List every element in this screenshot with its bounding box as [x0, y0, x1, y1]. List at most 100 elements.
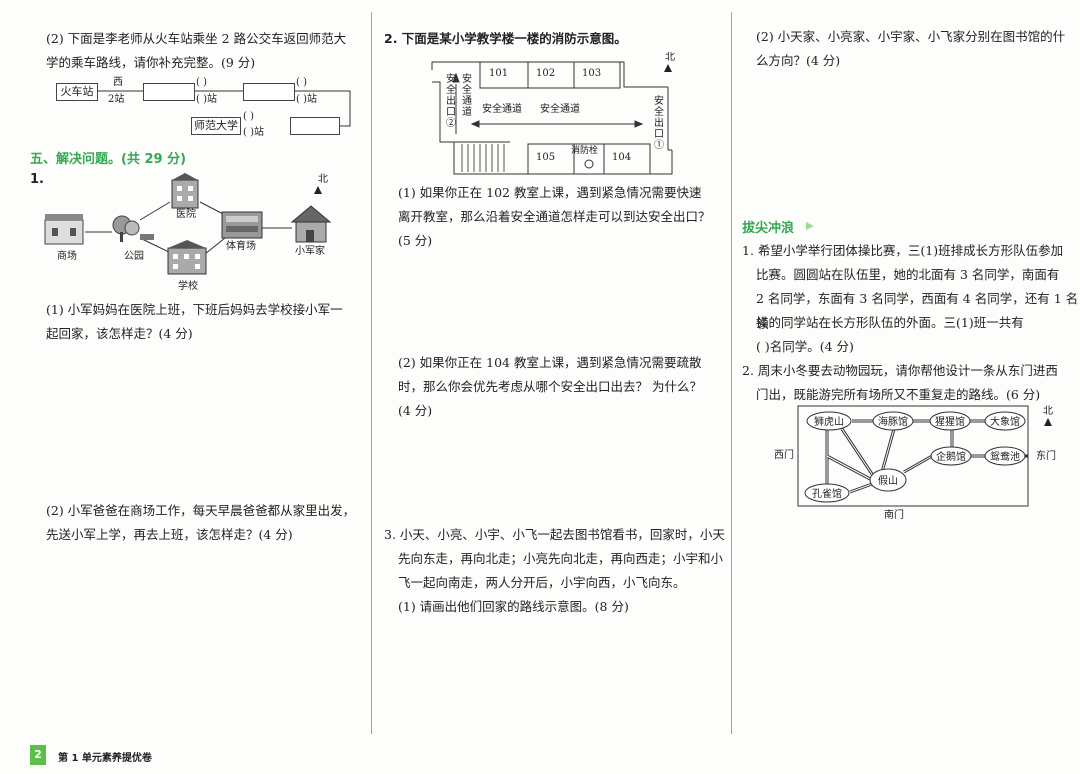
gorilla-node [929, 411, 971, 431]
arrow-right-icon [634, 120, 644, 128]
dolphin-label: 海豚馆 [878, 415, 908, 428]
section-challenge-title: 拔尖冲浪 [742, 221, 795, 236]
route-stops-blank-4: ( )站 [243, 127, 264, 138]
park-label: 公园 [124, 250, 144, 262]
section-5-title: 五、解决问题。(共 29 分) [30, 152, 187, 167]
lion-node [806, 411, 852, 431]
q2-title: 2. 下面是某小学教学楼一楼的消防示意图。 [384, 31, 627, 46]
q1-2-line2: 先送小军上学，再去上班，该怎样走？(4 分) [46, 527, 293, 542]
q2-text-line1: (2) 下面是李老师从火车站乘坐 2 路公交车返回师范大 [46, 31, 347, 46]
rockery-node [869, 468, 907, 492]
town-map: 北 [44, 173, 332, 292]
p1-line4: 操的同学站在长方形队伍的外面。三(1)班一共有 [756, 315, 1024, 330]
hospital-building-icon [171, 173, 199, 209]
route-dir-blank-2: ( ) [196, 77, 207, 88]
q2-1-line1: (1) 如果你正在 102 教室上课，遇到紧急情况需要快速 [398, 185, 702, 200]
zoo-map: 狮虎山 海豚馆 猩猩馆 大象馆 企鹅馆 鸳鸯池 孔雀馆 假山 西门 东门 南门 … [774, 405, 1056, 521]
dolphin-node [872, 411, 914, 431]
penguin-label: 企鹅馆 [936, 450, 966, 463]
arrow-left-icon [470, 120, 480, 128]
duck-node [984, 446, 1026, 466]
zoo-north-arrow-icon [1044, 418, 1052, 426]
q3-line2: 先向东走，再向北走；小亮先向北走，再向西走；小宇和小 [398, 551, 724, 566]
school-building-icon [167, 240, 207, 275]
q1-1-line1: (1) 小军妈妈在医院上班，下班后妈妈去学校接小军一 [46, 302, 343, 317]
route-stops-1: 2站 [108, 94, 125, 105]
q2-2-line1: (2) 如果你正在 104 教室上课，遇到紧急情况需要疏散 [398, 355, 702, 370]
column-left: (2) 下面是李老师从火车站乘坐 2 路公交车返回师范大 学的乘车路线，请你补充… [0, 0, 370, 734]
elephant-node [984, 411, 1026, 431]
route-stops-blank-3: ( )站 [296, 94, 317, 105]
room-102-label: 102 [536, 68, 556, 79]
arrow-up-icon [452, 72, 460, 83]
p1-line3: 2 名同学，东面有 3 名同学，西面有 4 名同学，还有 1 名领 [756, 291, 1079, 331]
plan-north-arrow-icon [664, 64, 672, 72]
route-stops-blank-2: ( )站 [196, 94, 217, 105]
q3-line3: 飞一起向南走，两人分开后，小宇向西，小飞向东。 [398, 575, 686, 590]
blank-stop-2[interactable] [243, 83, 295, 101]
p2-line2: 门出，既能游完所有场所又不重复走的路线。(6 分) [756, 387, 1041, 402]
passage-label-1: 安全通道 [482, 104, 522, 115]
floor-plan: 北 [431, 52, 675, 175]
east-gate-label: 东门 [1036, 449, 1056, 462]
room-101-label: 101 [489, 68, 509, 79]
road-park-hospital [139, 201, 171, 221]
road-hospital-stadium [199, 201, 226, 216]
stadium-label: 体育场 [226, 239, 256, 252]
blank-stop-4[interactable] [290, 117, 340, 135]
route-dir-1: 西 [113, 77, 123, 88]
peacock-label: 孔雀馆 [812, 487, 842, 500]
blank-stop-1[interactable] [143, 83, 195, 101]
duck-label: 鸳鸯池 [990, 450, 1020, 463]
station-start: 火车站 [56, 83, 98, 101]
q1-number: 1. [30, 172, 44, 187]
zoo-north-label: 北 [1043, 405, 1053, 417]
passage-vertical-label: 安全通道 [462, 74, 472, 118]
q2-1-line2: 离开教室，那么沿着安全通道怎样走可以到达安全出口？ [398, 209, 711, 224]
hydrant-label: 消防栓 [571, 146, 599, 156]
gorilla-label: 猩猩馆 [935, 415, 965, 428]
south-gate-label: 南门 [884, 508, 904, 521]
rockery-label: 假山 [878, 474, 898, 487]
mall-label: 商场 [57, 249, 77, 262]
hospital-label: 医院 [176, 207, 196, 220]
q2-2-line3: (4 分) [398, 403, 433, 418]
exit-1-label: 安全出口① [654, 96, 664, 151]
elephant-label: 大象馆 [990, 415, 1020, 428]
home-label: 小军家 [295, 244, 325, 257]
q3-line1: 3. 小天、小亮、小宇、小飞一起去图书馆看书，回家时，小天 [384, 527, 725, 542]
q1-1-line2: 起回家，该怎样走？(4 分) [46, 326, 193, 341]
column-right: (2) 小天家、小亮家、小宇家、小飞家分别在图书馆的什 么方向？(4 分) 拔尖… [732, 0, 1080, 734]
station-end: 师范大学 [191, 117, 241, 135]
q3-2-line2: 么方向？(4 分) [756, 53, 841, 68]
q3-1-line: (1) 请画出他们回家的路线示意图。(8 分) [398, 599, 629, 614]
route-dir-blank-4: ( ) [243, 111, 254, 122]
q1-2-line1: (2) 小军爸爸在商场工作，每天早晨爸爸都从家里出发， [46, 503, 356, 518]
hydrant-icon [584, 159, 594, 169]
room-103 [573, 61, 621, 89]
exit-2-label: 安全出口② [446, 74, 456, 129]
title-arrow-icon [806, 222, 814, 230]
p1-line2: 比赛。圆圆站在队伍里，她的北面有 3 名同学，南面有 [756, 267, 1060, 282]
penguin-node [930, 446, 972, 466]
house-icon [290, 205, 332, 243]
column-divider-2 [731, 12, 732, 734]
passage-label-2: 安全通道 [540, 104, 580, 115]
q2-1-line3: (5 分) [398, 233, 433, 248]
q3-2-line1: (2) 小天家、小亮家、小宇家、小飞家分别在图书馆的什 [756, 29, 1066, 44]
park-tree-icon [112, 215, 154, 242]
room-104-label: 104 [612, 152, 632, 163]
p1-line5: ( )名同学。(4 分) [756, 339, 854, 354]
route-dir-blank-3: ( ) [296, 77, 307, 88]
q2-text-line2: 学的乘车路线，请你补充完整。(9 分) [46, 55, 256, 70]
column-middle: 2. 下面是某小学教学楼一楼的消防示意图。 [372, 0, 730, 734]
school-label: 学校 [178, 279, 198, 292]
p1-line1: 1. 希望小学举行团体操比赛，三(1)班排成长方形队伍参加 [742, 243, 1064, 258]
room-105-label: 105 [536, 152, 556, 163]
peacock-node [804, 483, 850, 503]
plan-north-label: 北 [665, 52, 675, 63]
lion-label: 狮虎山 [814, 415, 844, 428]
stadium-building-icon [221, 211, 263, 239]
west-gate-label: 西门 [774, 448, 794, 461]
room-103-label: 103 [582, 68, 602, 79]
